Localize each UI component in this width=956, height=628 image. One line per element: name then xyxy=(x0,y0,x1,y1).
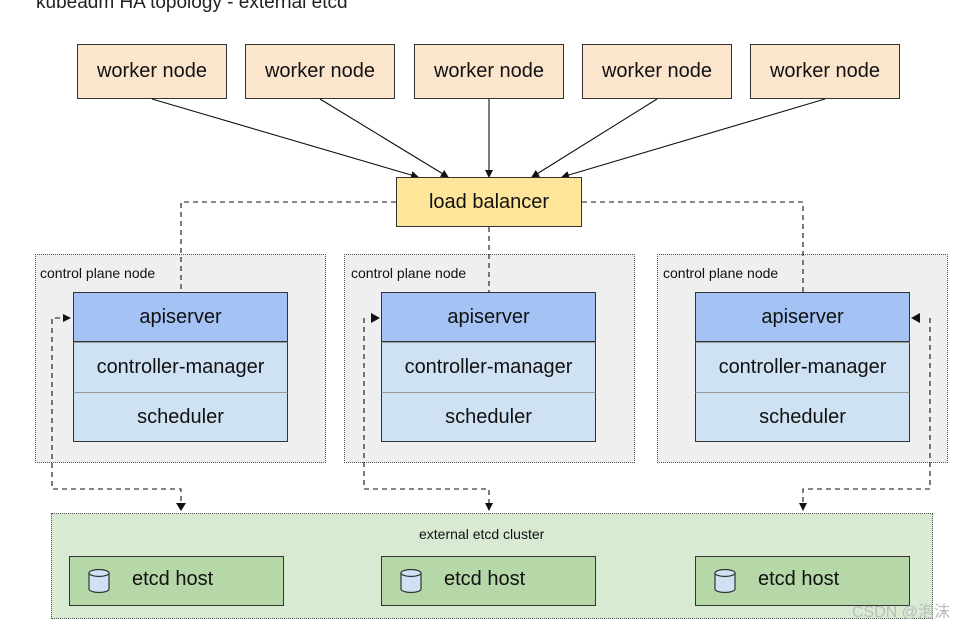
lb-to-apiserver-line xyxy=(180,201,396,292)
load-balancer: load balancer xyxy=(396,177,582,227)
apiserver-etcd-link xyxy=(51,314,182,510)
apiserver-box: apiserver xyxy=(73,292,288,342)
worker-node-1: worker node xyxy=(77,44,227,99)
etcd-host-label: etcd host xyxy=(444,568,526,590)
control-plane-label: control plane node xyxy=(351,265,467,281)
apiserver-etcd-link xyxy=(799,318,931,511)
database-icon xyxy=(714,569,736,593)
apiserver-etcd-link xyxy=(363,318,493,511)
etcd-host-label: etcd host xyxy=(132,568,214,590)
arrowhead xyxy=(371,313,380,323)
worker-node-2: worker node xyxy=(245,44,395,99)
apiserver-box: apiserver xyxy=(695,292,910,342)
controller-manager-box: controller-manager xyxy=(381,342,596,392)
worker-to-lb-line xyxy=(561,98,826,179)
scheduler-box: scheduler xyxy=(695,392,910,442)
worker-node-5: worker node xyxy=(750,44,900,99)
controller-manager-box: controller-manager xyxy=(695,342,910,392)
etcd-host-1: etcd host xyxy=(69,556,284,606)
control-plane-label: control plane node xyxy=(40,265,156,281)
database-icon xyxy=(88,569,110,593)
control-plane-label: control plane node xyxy=(663,265,779,281)
etcd-host-3: etcd host xyxy=(695,556,910,606)
etcd-host-label: etcd host xyxy=(758,568,840,590)
watermark: CSDN @泡沫 xyxy=(851,604,950,621)
controller-manager-box: controller-manager xyxy=(73,342,288,392)
etcd-host-2: etcd host xyxy=(381,556,596,606)
arrowhead xyxy=(176,503,186,511)
worker-node-3: worker node xyxy=(414,44,564,99)
worker-to-lb-line xyxy=(319,98,449,178)
scheduler-box: scheduler xyxy=(73,392,288,442)
diagram-title: kubeadm HA topology - external etcd xyxy=(36,0,348,13)
etcd-cluster-label: external etcd cluster xyxy=(419,526,545,542)
arrowhead xyxy=(911,313,920,323)
apiserver-box: apiserver xyxy=(381,292,596,342)
worker-to-lb-line xyxy=(531,98,658,178)
lb-to-apiserver-line xyxy=(582,201,804,292)
worker-node-4: worker node xyxy=(582,44,732,99)
scheduler-box: scheduler xyxy=(381,392,596,442)
database-icon xyxy=(400,569,422,593)
worker-to-lb-line xyxy=(151,98,419,179)
